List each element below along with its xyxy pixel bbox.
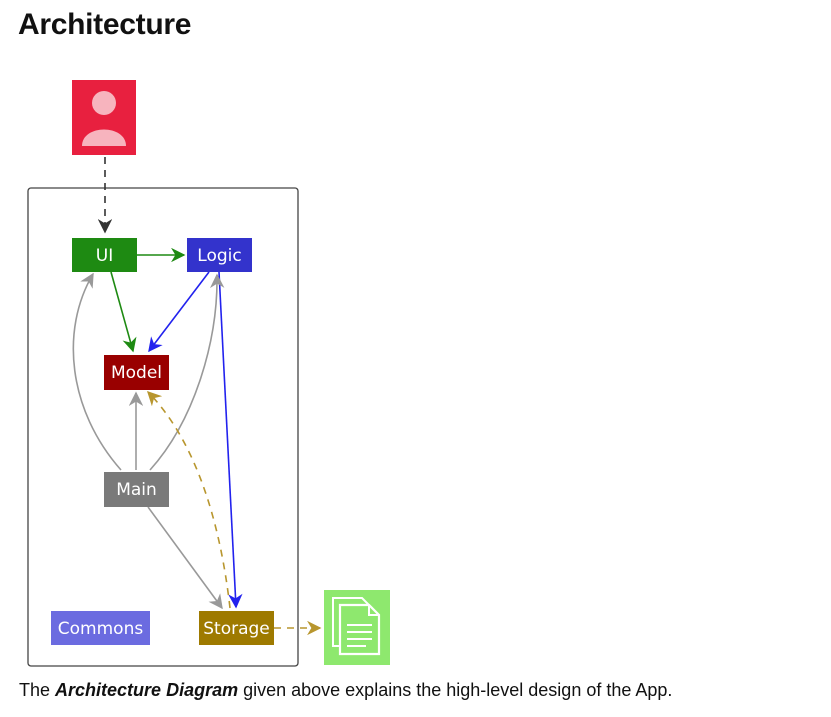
node-logic: Logic (187, 238, 252, 272)
user-icon (72, 80, 136, 155)
caption-emphasis: Architecture Diagram (55, 680, 239, 700)
node-storage-label: Storage (203, 619, 270, 639)
edge-logic-model (148, 271, 210, 353)
node-commons-box (51, 611, 150, 645)
node-ui-label: UI (96, 246, 113, 266)
caption-suffix: given above explains the high-level desi… (238, 680, 673, 700)
node-main: Main (104, 472, 169, 507)
node-storage-box (199, 611, 274, 645)
node-logic-box (187, 238, 252, 272)
caption: The Architecture Diagram given above exp… (19, 680, 672, 701)
node-model-box (104, 355, 169, 390)
edge-logic-storage (218, 271, 243, 609)
edge-ui-model (110, 271, 137, 353)
node-ui-box (72, 238, 137, 272)
edge-main-storage (147, 506, 223, 610)
edge-storage-model (146, 390, 231, 609)
node-commons: Commons (51, 611, 150, 645)
edge-main-logic (149, 273, 225, 471)
node-main-box (104, 472, 169, 507)
edges (72, 157, 322, 636)
node-logic-label: Logic (197, 246, 241, 266)
node-ui: UI (72, 238, 137, 272)
node-main-label: Main (116, 480, 157, 500)
app-boundary (27, 187, 299, 667)
edge-main-ui (72, 272, 122, 471)
node-commons-label: Commons (58, 619, 144, 639)
node-storage: Storage (199, 611, 274, 645)
page-title: Architecture (18, 8, 192, 41)
file-icon (324, 590, 390, 665)
node-model-label: Model (111, 363, 162, 383)
node-model: Model (104, 355, 169, 390)
caption-prefix: The (19, 680, 56, 700)
